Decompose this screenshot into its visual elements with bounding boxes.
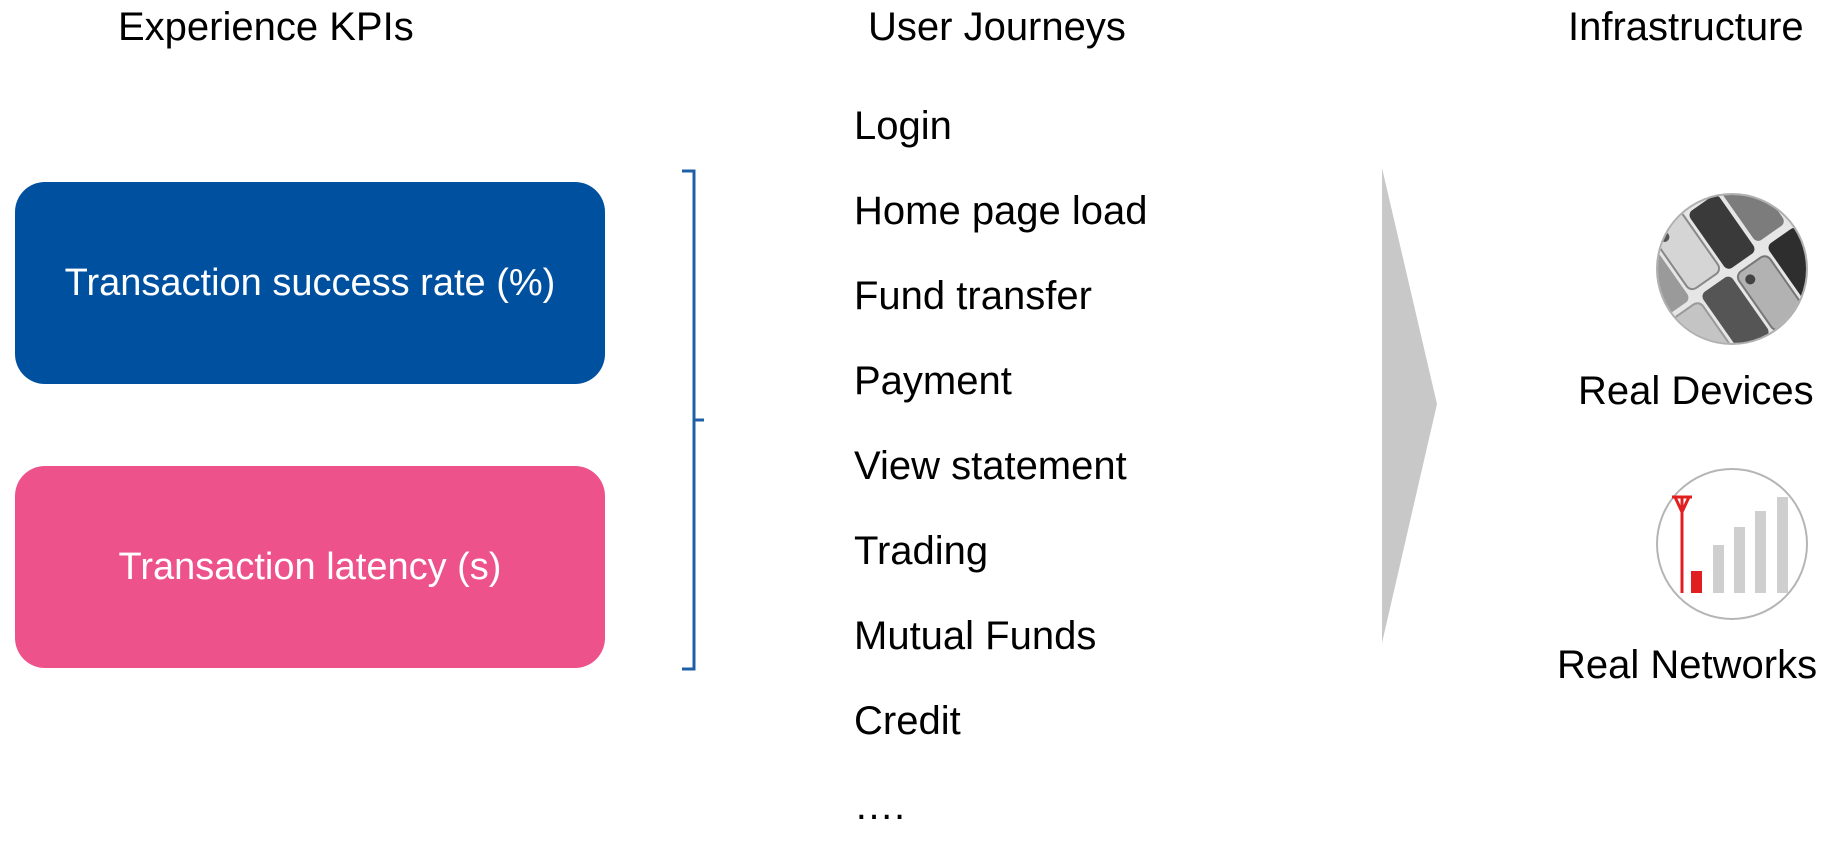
heading-experience-kpis: Experience KPIs — [118, 5, 414, 49]
journey-list: Login Home page load Fund transfer Payme… — [854, 96, 1148, 861]
heading-user-journeys: User Journeys — [868, 5, 1126, 49]
signal-tower-icon — [1656, 468, 1808, 620]
kpi-box-success-rate: Transaction success rate (%) — [15, 182, 605, 384]
journey-item-credit: Credit — [854, 699, 961, 743]
kpi-label-success-rate: Transaction success rate (%) — [64, 261, 556, 304]
infrastructure-label-devices: Real Devices — [1578, 369, 1814, 413]
journey-item-more: …. — [854, 784, 906, 828]
journey-item-payment: Payment — [854, 359, 1012, 403]
chevron-arrow-icon — [1382, 168, 1437, 643]
journey-item-login: Login — [854, 104, 952, 148]
infrastructure-label-networks: Real Networks — [1557, 643, 1818, 687]
kpi-label-latency: Transaction latency (s) — [118, 545, 502, 588]
journey-item-home-page-load: Home page load — [854, 189, 1148, 233]
journey-item-trading: Trading — [854, 529, 989, 573]
journey-item-fund-transfer: Fund transfer — [854, 274, 1092, 318]
devices-photo-icon — [1656, 193, 1808, 345]
journey-item-mutual-funds: Mutual Funds — [854, 614, 1097, 658]
kpi-box-latency: Transaction latency (s) — [15, 466, 605, 668]
bracket-connector — [682, 169, 704, 671]
journey-item-view-statement: View statement — [854, 444, 1127, 488]
heading-infrastructure: Infrastructure — [1568, 5, 1804, 49]
